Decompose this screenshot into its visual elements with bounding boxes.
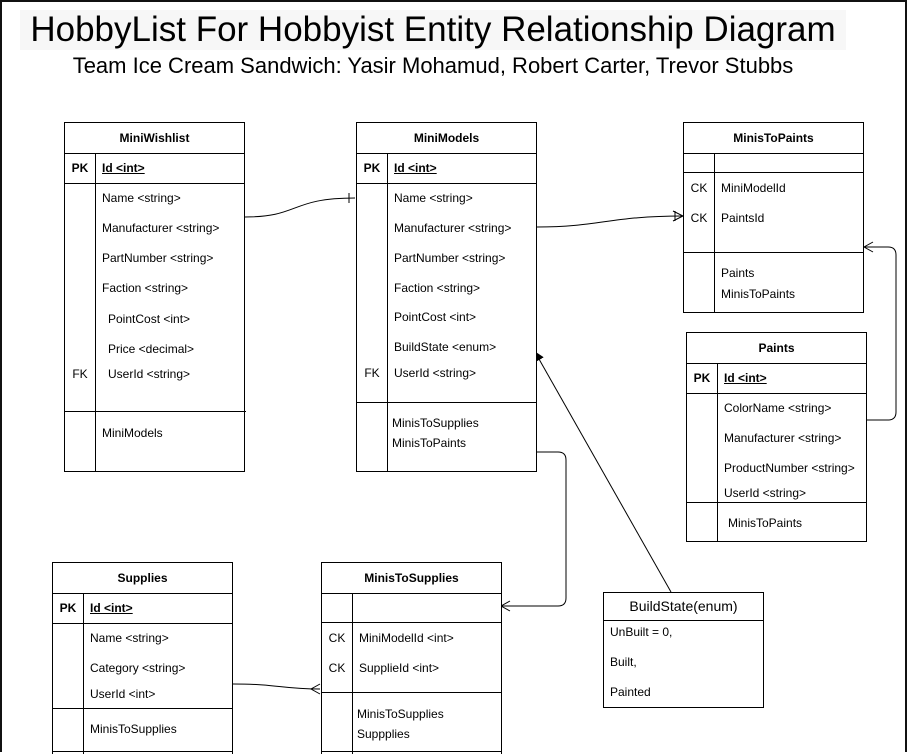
pk-field: Id <int> — [102, 161, 145, 175]
pk-row: PK Id <int> — [357, 153, 536, 184]
field: Manufacturer <string> — [724, 431, 842, 445]
crowfoot-marker — [862, 241, 874, 253]
connector-enum-minimodels — [534, 351, 672, 593]
ck-label: CK — [328, 631, 346, 645]
column-divider — [83, 593, 84, 754]
field: MiniModelId <int> — [359, 631, 454, 645]
title-background — [20, 10, 846, 50]
field: Manufacturer <string> — [102, 221, 220, 235]
connector-ministopaints-paints — [865, 246, 897, 421]
diagram-subtitle: Team Ice Cream Sandwich: Yasir Mohamud, … — [72, 53, 794, 78]
table-paints: Paints PK Id <int> ColorName <string> Ma… — [686, 332, 867, 542]
pk-label: PK — [71, 161, 89, 175]
field: UserId <string> — [724, 486, 807, 500]
field: SupplieId <int> — [359, 661, 440, 675]
table-header: MiniModels — [357, 123, 536, 154]
section-divider — [322, 692, 501, 693]
field: Category <string> — [90, 661, 186, 675]
table-header: MinisToSupplies — [322, 563, 501, 594]
connector-wishlist-minimodels — [244, 197, 356, 218]
empty-pk-row-divider — [322, 622, 501, 623]
column-divider — [352, 593, 353, 754]
field: PartNumber <string> — [394, 251, 506, 265]
table-header: MiniWishlist — [65, 123, 244, 154]
field: BuildState <enum> — [394, 340, 497, 354]
crowfoot-marker — [309, 683, 321, 695]
field: MiniModelId — [721, 181, 786, 195]
field: Name <string> — [90, 631, 169, 645]
column-divider — [717, 363, 718, 541]
pk-row: PK Id <int> — [53, 593, 232, 624]
section-divider — [357, 402, 536, 403]
field: PointCost <int> — [108, 312, 191, 326]
enum-value: UnBuilt = 0, — [610, 625, 673, 639]
pk-field: Id <int> — [394, 161, 437, 175]
connector-supplies-ministosupplies — [232, 683, 321, 690]
nav-field: Suppplies — [357, 727, 410, 741]
table-supplies: Supplies PK Id <int> Name <string> Categ… — [52, 562, 233, 754]
pk-field: Id <int> — [90, 601, 133, 615]
empty-pk-row-divider — [684, 172, 863, 173]
section-divider — [65, 411, 246, 412]
field: PartNumber <string> — [102, 251, 214, 265]
connector-minimodels-ministosupplies — [501, 451, 567, 607]
table-minimodels: MiniModels PK Id <int> Name <string> Man… — [356, 122, 537, 472]
section-divider — [53, 708, 232, 709]
field: PaintsId — [721, 211, 765, 225]
field: ProductNumber <string> — [724, 461, 855, 475]
pk-field: Id <int> — [724, 371, 767, 385]
field: Price <decimal> — [108, 342, 195, 356]
field: UserId <string> — [394, 366, 477, 380]
ck-label: CK — [328, 661, 346, 675]
column-divider — [95, 153, 96, 471]
diagram-title: HobbyList For Hobbyist Entity Relationsh… — [30, 10, 836, 49]
connector-minimodels-ministopaints — [536, 215, 684, 228]
ck-label: CK — [690, 181, 708, 195]
enum-header: BuildState(enum) — [604, 593, 763, 621]
fk-label: FK — [72, 367, 88, 381]
enum-value: Built, — [610, 655, 637, 669]
table-header: MinisToPaints — [684, 123, 863, 154]
table-header: Supplies — [53, 563, 232, 594]
field: UserId <int> — [90, 687, 156, 701]
fk-label: FK — [364, 366, 380, 380]
pk-row: PK Id <int> — [65, 153, 244, 184]
table-ministopaints: MinisToPaints CK MiniModelId CK PaintsId… — [683, 122, 864, 313]
enum-value: Painted — [610, 685, 651, 699]
field: Faction <string> — [102, 281, 189, 295]
nav-field: MinisToPaints — [392, 436, 467, 450]
field: PointCost <int> — [394, 310, 477, 324]
nav-field: MinisToPaints — [728, 516, 803, 530]
table-bottom-border — [322, 751, 501, 752]
table-ministosupplies: MinisToSupplies CK MiniModelId <int> CK … — [321, 562, 502, 754]
ck-label: CK — [690, 211, 708, 225]
table-header: Paints — [687, 333, 866, 364]
field: Name <string> — [102, 191, 181, 205]
nav-field: MinisToPaints — [721, 287, 796, 301]
nav-field: Paints — [721, 266, 755, 280]
field: Name <string> — [394, 191, 473, 205]
pk-label: PK — [59, 601, 77, 615]
field: Faction <string> — [394, 281, 481, 295]
nav-field: MinisToSupplies — [357, 707, 444, 721]
table-bottom-border — [53, 751, 232, 752]
enum-buildstate: BuildState(enum) UnBuilt = 0, Built, Pai… — [603, 592, 764, 708]
section-divider — [687, 502, 866, 503]
column-divider — [714, 153, 715, 312]
table-miniwishlist: MiniWishlist PK Id <int> Name <string> M… — [64, 122, 246, 472]
field: ColorName <string> — [724, 401, 832, 415]
nav-field: MinisToSupplies — [392, 416, 479, 430]
nav-field: MinisToSupplies — [90, 722, 177, 736]
pk-label: PK — [363, 161, 381, 175]
nav-field: MiniModels — [102, 426, 163, 440]
column-divider — [387, 153, 388, 471]
field: UserId <string> — [108, 367, 191, 381]
field: Manufacturer <string> — [394, 221, 512, 235]
pk-label: PK — [693, 371, 711, 385]
section-divider — [684, 252, 863, 253]
pk-row: PK Id <int> — [687, 363, 866, 394]
